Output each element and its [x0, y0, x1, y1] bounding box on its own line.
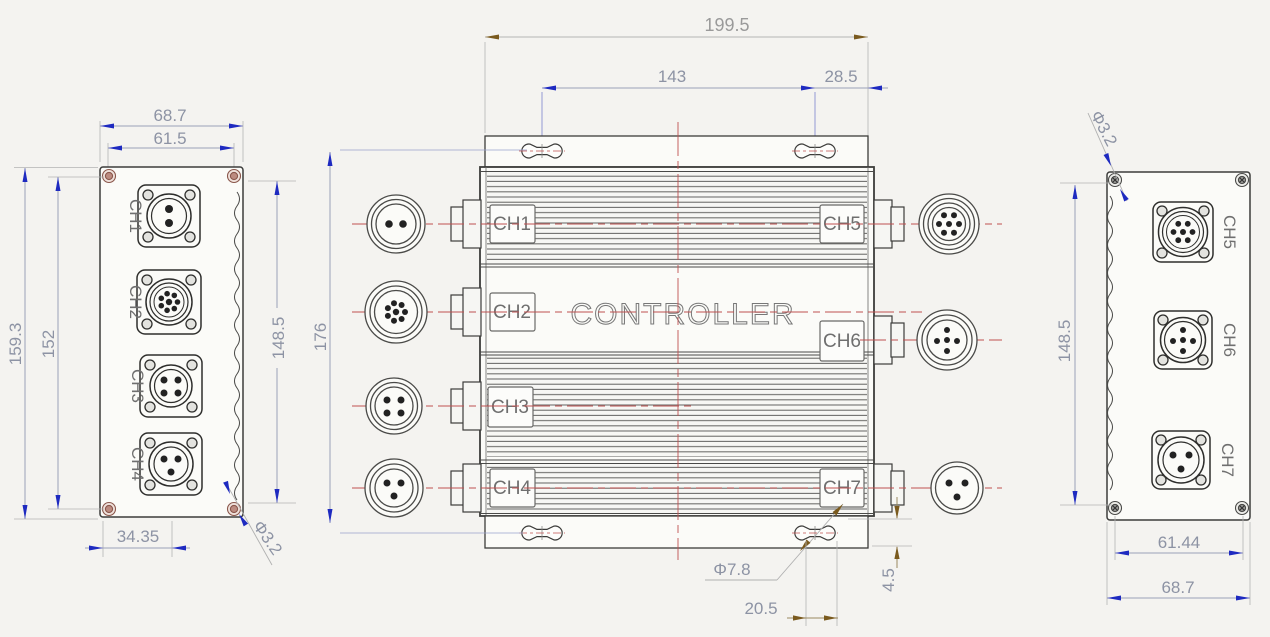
left-label-ch2: CH2: [126, 285, 145, 319]
svg-text:199.5: 199.5: [704, 15, 749, 35]
right-label-ch6: CH6: [1220, 323, 1239, 357]
right-panel-view: CH5 CH6 CH7 Φ3.2 148.5 61.44: [1055, 108, 1251, 605]
main-label-ch1: CH1: [493, 214, 531, 235]
svg-text:159.3: 159.3: [6, 323, 25, 366]
dim-right-width-outer: 68.7: [1106, 522, 1251, 605]
circle-ch2: [364, 280, 428, 344]
circle-ch4: [364, 458, 424, 518]
dim-left-width-inner: 61.5: [107, 129, 235, 168]
svg-text:68.7: 68.7: [153, 106, 186, 125]
heatsink-ribs-bottom: [487, 464, 867, 513]
svg-text:152: 152: [39, 330, 58, 358]
bottom-flange-slot-right: [792, 525, 838, 541]
svg-text:143: 143: [658, 67, 686, 86]
dim-main-slot-diameter: Φ7.8: [705, 503, 844, 581]
svg-text:61.44: 61.44: [1158, 533, 1201, 552]
dim-left-height-right: 148.5: [248, 180, 296, 504]
connector-ch3-front: [139, 354, 203, 418]
left-connector-circles: [364, 194, 428, 518]
circle-ch3: [365, 377, 423, 435]
main-label-ch3: CH3: [491, 397, 529, 418]
svg-text:34.35: 34.35: [117, 527, 160, 546]
svg-text:148.5: 148.5: [1055, 320, 1074, 363]
left-side-stubs: [450, 199, 482, 513]
circle-ch5: [918, 193, 980, 255]
connector-ch1-front: [137, 184, 201, 248]
svg-text:68.7: 68.7: [1161, 578, 1194, 597]
dim-left-height-outer: 159.3: [6, 167, 98, 520]
dim-left-bottom-offset: 34.35: [85, 521, 190, 557]
main-label-ch2: CH2: [493, 302, 531, 323]
left-panel-corner-screws: [101, 168, 242, 517]
circle-ch6: [916, 309, 978, 371]
dim-main-flange-offset: 4.5: [848, 497, 912, 592]
connector-ch7-front: [1151, 430, 1211, 490]
top-flange-slot-left: [519, 143, 565, 159]
connector-ch6-front: [1153, 310, 1213, 370]
left-label-ch1: CH1: [126, 199, 145, 233]
circle-ch7: [930, 461, 984, 515]
left-panel-view: 68.7 61.5: [6, 106, 296, 566]
main-label-ch7: CH7: [823, 478, 861, 499]
main-top-view: 199.5 143 28.5: [311, 15, 1002, 626]
main-label-ch6: CH6: [823, 331, 861, 352]
left-panel-break-line: [234, 191, 240, 501]
right-label-ch5: CH5: [1220, 215, 1239, 249]
svg-text:148.5: 148.5: [269, 317, 288, 360]
left-label-ch3: CH3: [128, 369, 147, 403]
main-label-ch5: CH5: [823, 214, 861, 235]
dim-right-width-inner: 61.44: [1114, 516, 1244, 560]
right-label-ch7: CH7: [1218, 443, 1237, 477]
dim-main-slot-width: 20.5: [744, 541, 838, 626]
top-flange-slot-right: [792, 143, 838, 159]
svg-text:Φ3.2: Φ3.2: [249, 517, 286, 558]
left-panel-face: [99, 166, 244, 518]
svg-text:28.5: 28.5: [824, 67, 857, 86]
dim-main-mount-span: 143 28.5: [541, 67, 888, 148]
svg-text:Φ7.8: Φ7.8: [713, 560, 750, 579]
bottom-flange-slot-left: [519, 525, 565, 541]
left-label-ch4: CH4: [128, 447, 147, 481]
dim-left-height-inner: 152: [39, 176, 104, 510]
connector-ch4-front: [139, 432, 203, 496]
connector-ch5-front: [1152, 201, 1214, 263]
dim-main-total-width: 199.5: [484, 15, 869, 150]
circle-ch1: [366, 194, 426, 254]
connector-ch2-front: [136, 269, 202, 335]
svg-text:20.5: 20.5: [744, 599, 777, 618]
dim-main-total-height: 176: [311, 152, 333, 523]
dim-right-height-left: 148.5: [1055, 182, 1112, 506]
svg-text:61.5: 61.5: [153, 129, 186, 148]
controller-engraving: CONTROLLER: [570, 298, 795, 331]
main-label-ch4: CH4: [493, 478, 531, 499]
svg-text:Φ3.2: Φ3.2: [1087, 108, 1121, 150]
svg-text:4.5: 4.5: [879, 568, 898, 592]
right-panel-break-line: [1107, 195, 1113, 491]
right-connector-circles: [916, 193, 984, 515]
heatsink-ribs-top: [487, 172, 867, 263]
dim-left-width-outer: 68.7: [99, 106, 244, 162]
svg-text:176: 176: [311, 323, 330, 351]
right-side-stubs: [873, 199, 905, 513]
